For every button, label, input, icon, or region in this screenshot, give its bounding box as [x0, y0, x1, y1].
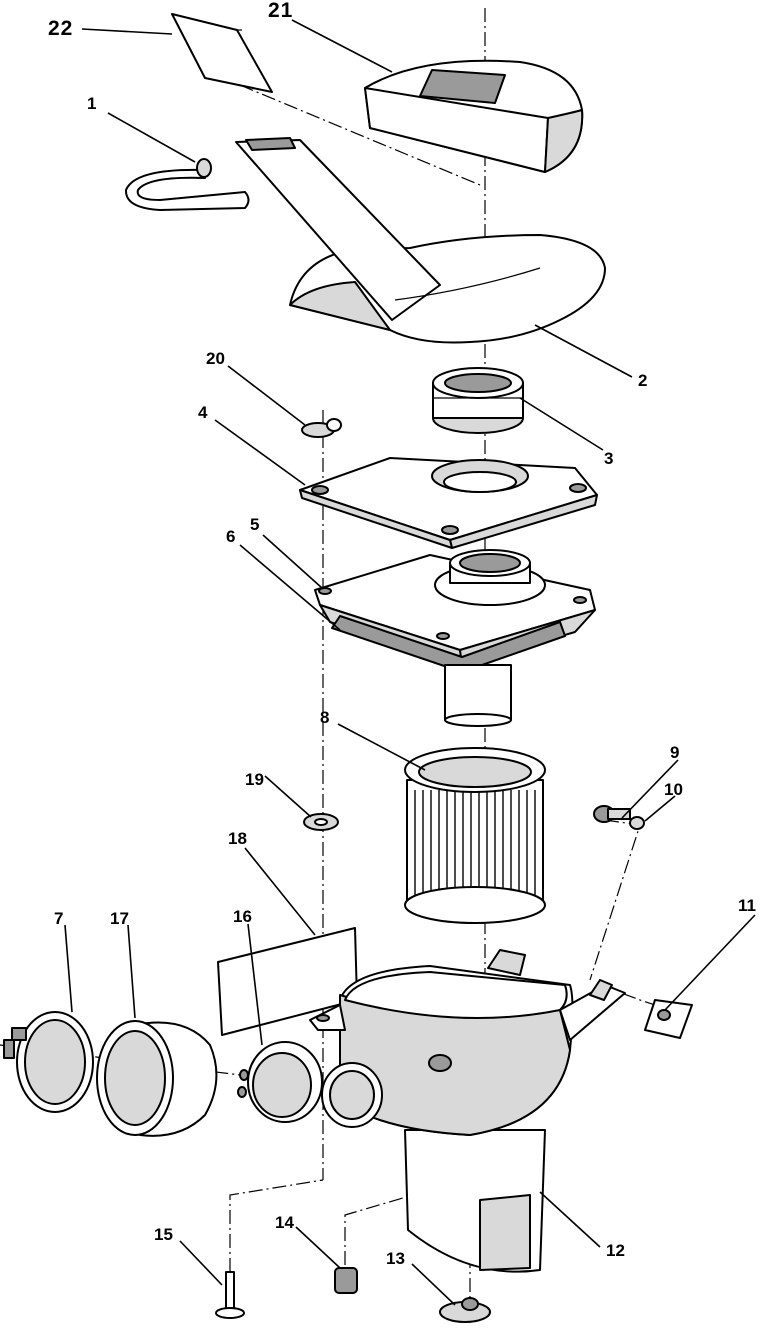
callout-21: 21 — [268, 0, 293, 22]
callout-12: 12 — [606, 1241, 625, 1260]
callout-11: 11 — [738, 896, 756, 915]
callout-1: 1 — [87, 94, 96, 113]
callout-4: 4 — [198, 403, 208, 422]
part-10-washer — [629, 816, 645, 830]
part-16-ring — [237, 1041, 323, 1123]
callout-9: 9 — [670, 743, 679, 762]
leader-lines — [64, 19, 756, 1306]
callout-8: 8 — [320, 708, 329, 727]
part-13-drain-valve — [439, 1297, 491, 1323]
callout-2: 2 — [638, 371, 647, 390]
part-11-bracket-nut — [644, 999, 693, 1039]
part-3-rubber-coupler — [432, 367, 524, 434]
part-4-top-plate — [299, 457, 598, 549]
callout-13: 13 — [386, 1249, 405, 1268]
callout-20: 20 — [206, 349, 225, 368]
part-20-clip — [301, 418, 342, 438]
callout-14: 14 — [275, 1213, 294, 1232]
part-1-spring-clip — [124, 158, 250, 211]
part-17-intake-duct — [96, 1020, 218, 1137]
callout-5: 5 — [250, 515, 259, 534]
callout-3: 3 — [604, 449, 613, 468]
part-19-washer — [303, 813, 339, 831]
part-5-lid — [314, 549, 596, 666]
part-15-screw — [215, 1271, 245, 1319]
part-2-intake-silencer — [235, 137, 606, 344]
part-14-plug — [334, 1267, 358, 1294]
part-7-clamp — [3, 1011, 94, 1113]
callout-16: 16 — [233, 907, 252, 926]
callout-labels: 22 21 1 2 3 20 4 5 6 8 19 9 10 11 18 7 1… — [48, 0, 756, 1268]
callout-10: 10 — [664, 780, 683, 799]
part-22-flap — [171, 13, 273, 93]
callout-18: 18 — [228, 829, 247, 848]
callout-19: 19 — [245, 770, 264, 789]
callout-15: 15 — [154, 1225, 173, 1244]
part-8-filter-element — [404, 747, 546, 924]
callout-22: 22 — [48, 17, 73, 40]
callout-17: 17 — [110, 909, 129, 928]
housing-inlet-port — [321, 1062, 383, 1128]
part-9-bolt — [593, 805, 631, 823]
part-12-airbox-housing — [309, 949, 626, 1273]
part-21-top-cap — [364, 59, 584, 173]
filter-pleats — [414, 790, 536, 895]
callout-6: 6 — [226, 527, 235, 546]
callout-7: 7 — [54, 909, 63, 928]
lid-outlet-tube — [444, 664, 512, 727]
